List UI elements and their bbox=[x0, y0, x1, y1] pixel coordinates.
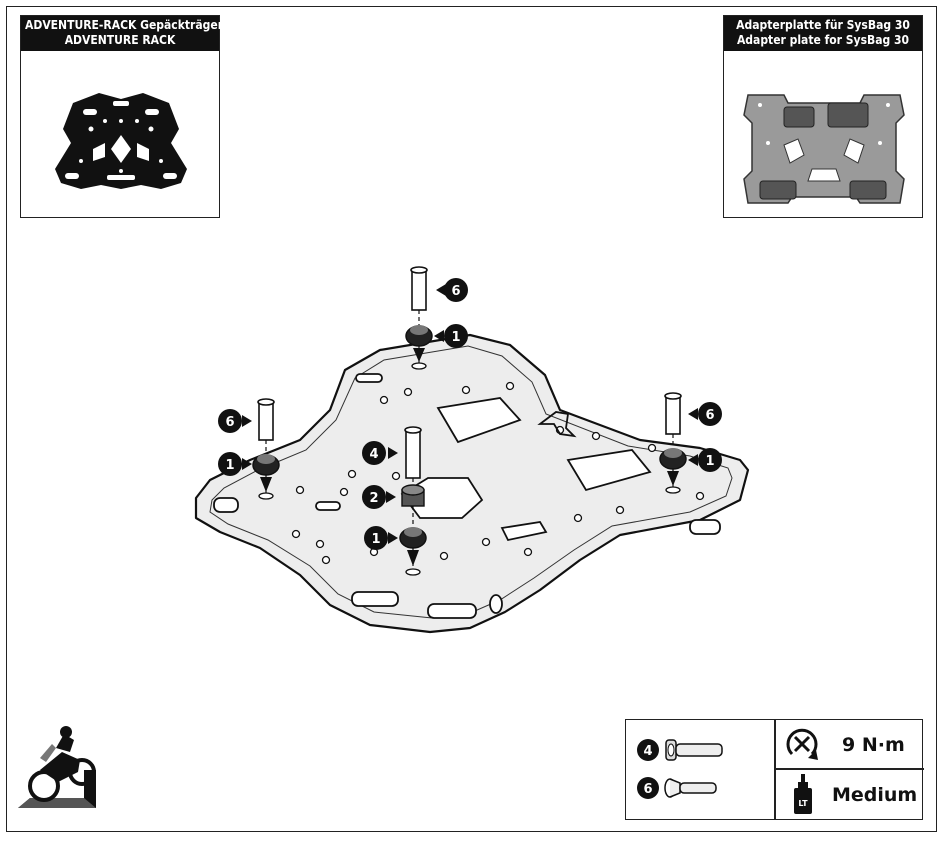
hardware-left bbox=[252, 398, 280, 500]
adapter-product-box: Adapterplatte für SysBag 30 Adapter plat… bbox=[723, 15, 923, 218]
motorcycle-rider-icon bbox=[18, 726, 96, 808]
adapter-title-en: Adapter plate for SysBag 30 bbox=[736, 33, 910, 47]
callout-screw-top: 6 bbox=[436, 278, 468, 302]
rack-title: ADVENTURE-RACK Gepäckträger ADVENTURE RA… bbox=[21, 16, 224, 51]
rack-plate bbox=[194, 333, 750, 634]
threadlocker-bottle-icon: LT bbox=[794, 774, 812, 814]
callout-screw-right: 6 bbox=[688, 402, 722, 426]
svg-text:1: 1 bbox=[451, 330, 460, 345]
adapter-plate-icon bbox=[743, 94, 905, 204]
torque-value: 9 N·m bbox=[842, 734, 905, 756]
svg-text:6: 6 bbox=[643, 782, 652, 797]
adapter-title: Adapterplatte für SysBag 30 Adapter plat… bbox=[724, 16, 922, 51]
part-b-callout: 6 bbox=[637, 777, 659, 799]
rack-icon bbox=[55, 93, 187, 189]
spec-table: 4 6 9 N·m LT Medium bbox=[625, 719, 924, 820]
svg-text:6: 6 bbox=[225, 415, 234, 430]
rack-title-de: ADVENTURE-RACK Gepäckträger bbox=[25, 18, 224, 32]
svg-text:4: 4 bbox=[369, 447, 378, 462]
svg-text:LT: LT bbox=[798, 799, 808, 808]
part-a-callout: 4 bbox=[637, 739, 659, 761]
threadlock-strength: Medium bbox=[832, 784, 918, 806]
svg-text:6: 6 bbox=[705, 408, 714, 423]
countersunk-screw-icon bbox=[664, 778, 717, 798]
socket-head-screw-icon bbox=[665, 739, 723, 761]
callout-bushing-center: 1 bbox=[364, 526, 398, 550]
hardware-top bbox=[405, 266, 433, 370]
svg-text:6: 6 bbox=[451, 284, 460, 299]
callout-bushing-top: 1 bbox=[434, 324, 468, 348]
svg-text:1: 1 bbox=[225, 458, 234, 473]
callout-screw-left: 6 bbox=[218, 409, 252, 433]
adapter-title-de: Adapterplatte für SysBag 30 bbox=[736, 18, 910, 32]
svg-text:1: 1 bbox=[371, 532, 380, 547]
callout-long-screw: 4 bbox=[362, 441, 398, 465]
svg-text:4: 4 bbox=[643, 744, 652, 759]
hardware-right bbox=[659, 392, 687, 494]
screw-parts-illustration: 4 6 bbox=[637, 739, 723, 799]
callout-spacer: 2 bbox=[362, 485, 396, 509]
rack-product-box: ADVENTURE-RACK Gepäckträger ADVENTURE RA… bbox=[20, 15, 224, 218]
svg-text:1: 1 bbox=[705, 454, 714, 469]
svg-text:2: 2 bbox=[369, 491, 378, 506]
spec-divider-vertical bbox=[774, 720, 776, 819]
torque-icon bbox=[786, 728, 818, 760]
spec-divider-horizontal bbox=[774, 768, 924, 770]
callout-bushing-left: 1 bbox=[218, 452, 252, 476]
rack-title-en: ADVENTURE RACK bbox=[64, 33, 176, 47]
callout-bushing-right: 1 bbox=[688, 448, 722, 472]
hardware-center bbox=[399, 426, 427, 576]
diagram-frame bbox=[6, 6, 937, 832]
